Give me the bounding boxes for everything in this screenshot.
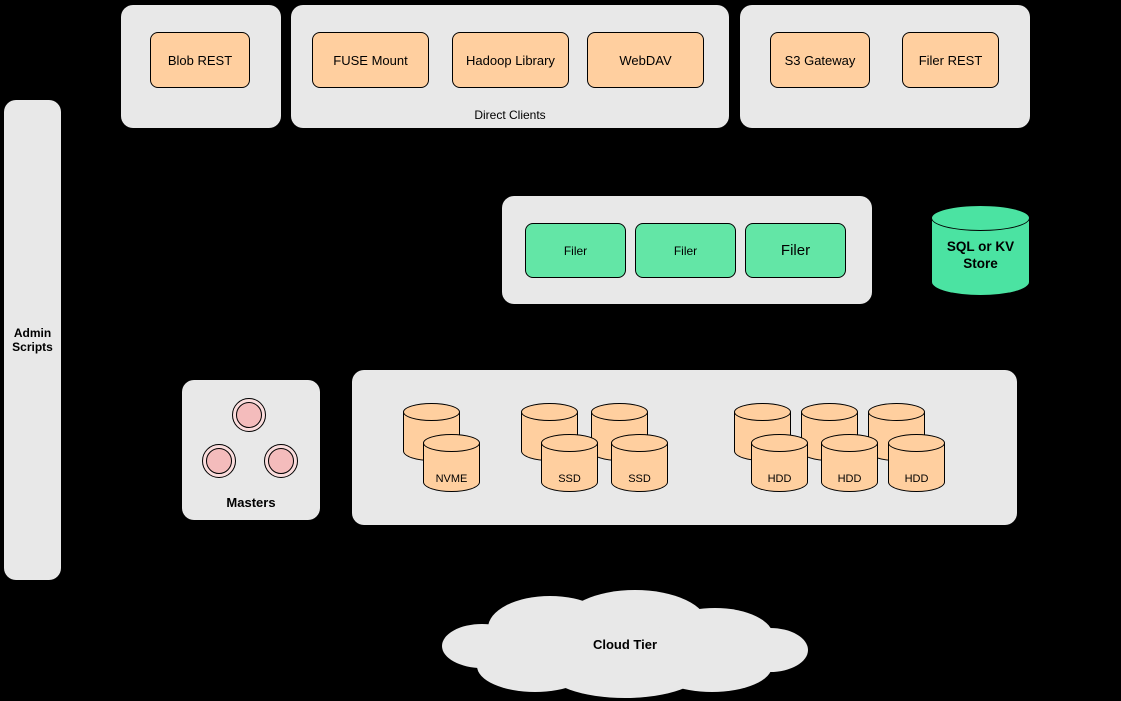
hdd-cylinder: HDD: [888, 434, 945, 492]
direct-clients-caption: Direct Clients: [474, 108, 546, 122]
node-filer-2: Filer: [635, 223, 736, 278]
node-hadoop-library: Hadoop Library: [452, 32, 569, 88]
cloud-tier-label: Cloud Tier: [592, 636, 658, 652]
cloud-tier-shape: Cloud Tier: [440, 588, 810, 700]
admin-scripts-label: Admin Scripts: [12, 326, 53, 354]
ssd-cylinder: SSD: [541, 434, 598, 492]
hdd-cylinder: HDD: [821, 434, 878, 492]
masters-caption: Masters: [226, 495, 276, 510]
cylinder-top: [751, 434, 808, 452]
master-node-circle: [264, 444, 298, 478]
cylinder-top: [734, 403, 791, 421]
hdd-label: HDD: [904, 473, 929, 485]
filer-group: Filer Filer Filer: [502, 196, 872, 304]
cylinder-top: [931, 205, 1030, 231]
cylinder-top: [403, 403, 460, 421]
node-filer-rest: Filer REST: [902, 32, 999, 88]
cylinder-top: [423, 434, 480, 452]
cylinder-top: [868, 403, 925, 421]
sql-kv-store-cylinder: SQL or KV Store: [931, 205, 1030, 296]
nvme-cylinder: NVME: [423, 434, 480, 492]
cylinder-top: [611, 434, 668, 452]
node-blob-rest: Blob REST: [150, 32, 250, 88]
node-webdav: WebDAV: [587, 32, 704, 88]
ssd-label: SSD: [558, 473, 581, 485]
direct-clients-group: FUSE Mount Hadoop Library WebDAV Direct …: [291, 5, 729, 128]
node-fuse-mount: FUSE Mount: [312, 32, 429, 88]
blob-rest-group: Blob REST: [121, 5, 281, 128]
master-node-circle: [202, 444, 236, 478]
cylinder-body: [611, 443, 668, 492]
cloud-icon: [442, 590, 808, 698]
node-filer-1: Filer: [525, 223, 626, 278]
ssd-cylinder: SSD: [611, 434, 668, 492]
hdd-label: HDD: [767, 473, 792, 485]
node-filer-3: Filer: [745, 223, 846, 278]
cylinder-top: [591, 403, 648, 421]
gateway-group: S3 Gateway Filer REST: [740, 5, 1030, 128]
cylinder-top: [888, 434, 945, 452]
cylinder-top: [801, 403, 858, 421]
cylinder-body: [931, 218, 1030, 296]
hdd-label: HDD: [837, 473, 862, 485]
node-s3-gateway: S3 Gateway: [770, 32, 870, 88]
sql-kv-store-label: SQL or KV Store: [946, 239, 1015, 271]
masters-group: Masters: [182, 380, 320, 520]
cylinder-top: [541, 434, 598, 452]
ssd-label: SSD: [628, 473, 651, 485]
admin-scripts-panel: Admin Scripts: [4, 100, 61, 580]
cylinder-top: [821, 434, 878, 452]
volume-servers-group: NVME SSD SSD: [352, 370, 1017, 525]
master-node-circle: [232, 398, 266, 432]
hdd-cylinder: HDD: [751, 434, 808, 492]
nvme-label: NVME: [435, 473, 468, 485]
cylinder-top: [521, 403, 578, 421]
